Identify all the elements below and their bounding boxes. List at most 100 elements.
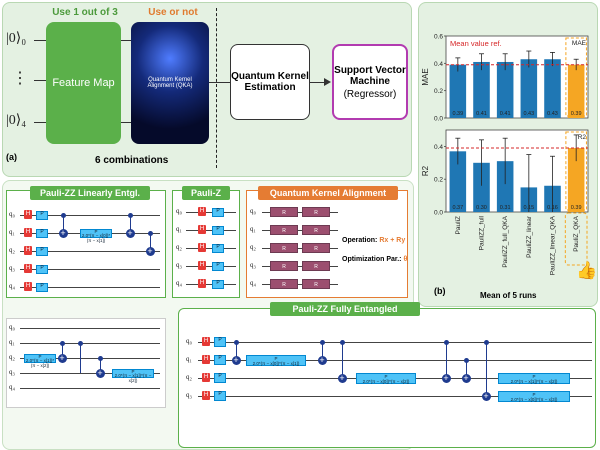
use-one-label: Use 1 out of 3 xyxy=(52,7,118,18)
qubit-label: q₁ xyxy=(9,338,15,346)
qubit-wire xyxy=(262,284,338,285)
bar xyxy=(496,161,514,212)
cnot-line xyxy=(342,342,343,378)
p-gate-formula: 2.0*(π − x[0])*(π − x[1]) xyxy=(252,361,300,366)
qubit-label: q₀ xyxy=(9,210,15,218)
legend-reference: Mean value ref. xyxy=(450,39,502,48)
control-dot xyxy=(97,355,103,361)
r-gate: R xyxy=(270,261,298,271)
target-xor: + xyxy=(125,227,135,238)
p-gate: P xyxy=(36,282,48,292)
p-gate: P xyxy=(212,207,224,217)
p-gate-formula: 2.0*(π − x[1])*(π − x[2]) xyxy=(25,358,55,368)
p-gate-formula: 2.0*(π − x[0])*(π − x[1]) xyxy=(81,233,111,243)
qubit-wire xyxy=(20,251,160,252)
data-label: 0.39 xyxy=(571,205,582,211)
target-xor: + xyxy=(58,227,68,238)
control-dot xyxy=(147,230,153,236)
p-gate-label: P xyxy=(216,243,220,250)
p-gate: P xyxy=(212,261,224,271)
p-gate: P xyxy=(36,246,48,256)
p-gate-label: P xyxy=(40,210,44,217)
h-gate: H xyxy=(202,337,210,346)
qubit-wire xyxy=(20,287,160,288)
p-gate: P xyxy=(212,243,224,253)
control-dot xyxy=(483,339,489,345)
p-gate: P xyxy=(212,225,224,235)
r-gate: R xyxy=(270,279,298,289)
p-gate-label: P xyxy=(216,261,220,268)
qubit-label: q₁ xyxy=(186,355,192,363)
bar xyxy=(544,59,561,118)
feature-map-label: Feature Map xyxy=(52,77,115,89)
plot-area xyxy=(445,129,589,213)
combinations-label: 6 combinations xyxy=(95,155,169,166)
control-dot xyxy=(319,339,325,345)
x-tick-label: PauliZZ_linear xyxy=(526,215,533,258)
highlight-outline xyxy=(565,37,587,117)
svm-title: Support Vector Machine xyxy=(334,64,406,87)
input-wire-mid xyxy=(34,80,46,81)
y-tick-label: 0.6 xyxy=(434,34,443,41)
ket-top: |0⟩₀ xyxy=(6,31,27,46)
thumbs-up-icon: 👍 xyxy=(576,261,598,280)
y-tick-label: 0.0 xyxy=(434,210,443,217)
p-gate-label: P xyxy=(94,228,98,234)
qubit-wire xyxy=(20,343,160,344)
p-gate-label: P xyxy=(274,355,278,361)
r-gate: R xyxy=(302,279,330,289)
target-xor: + xyxy=(441,372,451,383)
data-label: 0.37 xyxy=(452,205,463,211)
data-label: 0.39 xyxy=(452,111,463,117)
p-gate-label: P xyxy=(40,282,44,289)
input-wire-bottom xyxy=(34,122,46,123)
connector-fm-qka-2 xyxy=(121,122,131,123)
cnot-line xyxy=(100,358,101,373)
r-gate: R xyxy=(270,207,298,217)
highlight-outline xyxy=(565,131,587,211)
qubit-label: q₃ xyxy=(250,261,256,269)
cnot-line xyxy=(446,342,447,378)
h-gate: H xyxy=(202,391,210,400)
h-gate: H xyxy=(198,207,206,216)
p-gate-label: P xyxy=(532,391,536,397)
qubit-label: q₁ xyxy=(250,225,256,233)
linear-detail-block xyxy=(6,318,166,408)
data-label: 0.16 xyxy=(547,205,558,211)
qubit-label: q₂ xyxy=(186,373,192,381)
p-gate-label: P xyxy=(218,337,222,343)
qubit-wire xyxy=(20,215,160,216)
p-gate-label: P xyxy=(40,264,44,271)
target-xor: + xyxy=(481,390,491,401)
data-label: 0.41 xyxy=(500,111,511,117)
qubit-label: q₃ xyxy=(176,261,182,269)
x-tick-label: PauliZZ_linear_QKA xyxy=(550,215,557,275)
control-dot xyxy=(339,339,345,345)
p-gate-label: P xyxy=(216,225,220,232)
target-xor: + xyxy=(145,245,155,256)
qubit-label: q₃ xyxy=(9,368,15,376)
y-axis-label: MAE xyxy=(421,68,430,85)
y-tick-label: 0.4 xyxy=(434,61,443,68)
qka-label: Quantum Kernel Alignment (QKA) xyxy=(147,77,193,89)
control-dot xyxy=(233,339,239,345)
optimization-key: Optimization Par.: xyxy=(342,256,404,263)
qubit-label: q₄ xyxy=(9,383,15,391)
r-gate: R xyxy=(270,225,298,235)
bar xyxy=(496,61,514,118)
operation-label: Operation: Rx + Ry xyxy=(342,237,405,244)
p-gate: P xyxy=(214,373,226,383)
qubit-label: q₂ xyxy=(9,246,15,254)
qubit-label: q₁ xyxy=(9,228,15,236)
qubit-wire xyxy=(20,269,160,270)
p-gate-label: P xyxy=(38,353,42,359)
qka-box: Quantum Kernel Alignment (QKA) xyxy=(131,22,209,144)
qubit-wire xyxy=(198,342,592,343)
data-label: 0.31 xyxy=(500,205,511,211)
qubit-label: q₄ xyxy=(176,279,182,287)
p-gate-label: P xyxy=(218,373,222,379)
control-dot xyxy=(443,339,449,345)
